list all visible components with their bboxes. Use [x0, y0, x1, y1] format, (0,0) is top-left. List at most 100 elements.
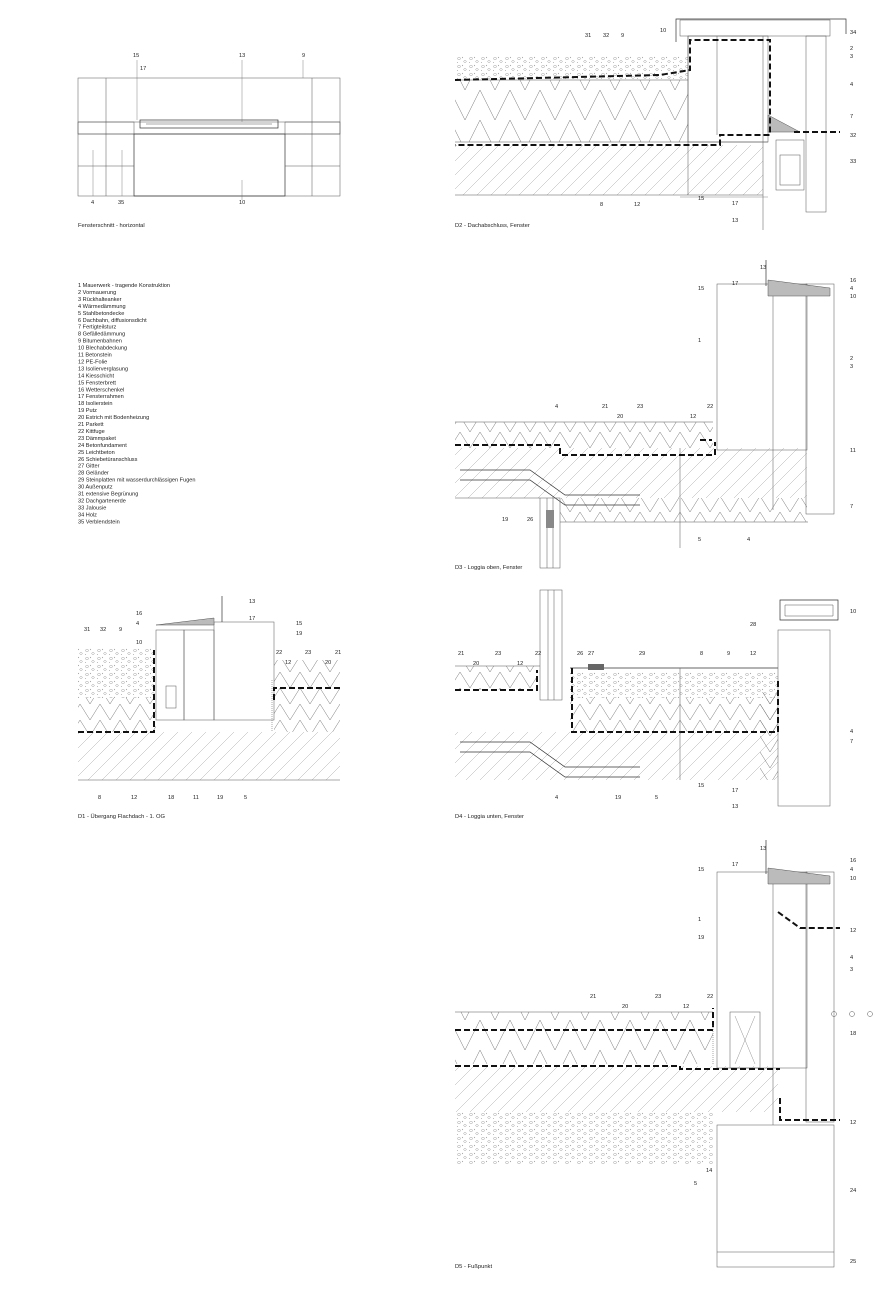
label-4: 4	[850, 82, 853, 88]
label-25: 25	[850, 1259, 856, 1265]
label-23: 23	[495, 651, 501, 657]
legend-item: 20 Estrich mit Bodenheizung	[78, 415, 149, 421]
label-32: 32	[100, 627, 106, 633]
label-23: 23	[637, 404, 643, 410]
caption-d1: D1 - Übergang Flachdach - 1. OG	[78, 813, 165, 820]
label-22: 22	[707, 994, 713, 1000]
label-27: 27	[588, 651, 594, 657]
label-12: 12	[683, 1004, 689, 1010]
legend-item: 24 Betonfundament	[78, 443, 127, 449]
label-4: 4	[850, 867, 853, 873]
label-13: 13	[760, 846, 766, 852]
label-22: 22	[535, 651, 541, 657]
label-2: 2	[850, 356, 853, 362]
label-29: 29	[639, 651, 645, 657]
label-9: 9	[727, 651, 730, 657]
label-4: 4	[136, 621, 139, 627]
label-12: 12	[634, 202, 640, 208]
label-19: 19	[296, 631, 302, 637]
label-33: 33	[850, 159, 856, 165]
label-12: 12	[285, 660, 291, 666]
legend-item: 35 Verblendstein	[78, 519, 120, 525]
legend-item: 2 Vormauerung	[78, 290, 116, 296]
legend-item: 27 Gitter	[78, 464, 100, 470]
label-2: 2	[850, 46, 853, 52]
label-9: 9	[621, 33, 624, 39]
label-13: 13	[239, 53, 245, 59]
label-3: 3	[850, 364, 853, 370]
legend-item: 8 Gefälledämmung	[78, 332, 125, 338]
legend-item: 3 Rückhalteanker	[78, 297, 122, 303]
label-4: 4	[850, 286, 853, 292]
label-3: 3	[850, 967, 853, 973]
legend-item: 29 Steinplatten mit wasserdurchlässigen …	[78, 478, 196, 484]
label-34: 34	[850, 30, 856, 36]
label-4: 4	[747, 537, 750, 543]
label-31: 31	[84, 627, 90, 633]
legend-item: 22 Kittfuge	[78, 429, 105, 435]
legend-item: 1 Mauerwerk - tragende Konstruktion	[78, 283, 170, 289]
label-12: 12	[690, 414, 696, 420]
label-17: 17	[249, 616, 255, 622]
label-20: 20	[473, 661, 479, 667]
label-21: 21	[335, 650, 341, 656]
caption-d2: D2 - Dachabschluss, Fenster	[455, 223, 530, 229]
label-5: 5	[244, 795, 247, 801]
legend-item: 19 Putz	[78, 408, 97, 414]
legend-item: 10 Blechabdeckung	[78, 346, 127, 352]
legend-item: 13 Isolierverglasung	[78, 366, 128, 372]
label-13: 13	[732, 804, 738, 810]
label-15: 15	[698, 867, 704, 873]
label-17: 17	[732, 201, 738, 207]
label-21: 21	[602, 404, 608, 410]
label-4: 4	[555, 795, 558, 801]
legend-item: 34 Holz	[78, 512, 97, 518]
caption-d3: D3 - Loggia oben, Fenster	[455, 565, 522, 571]
label-16: 16	[850, 278, 856, 284]
legend-item: 9 Bitumenbahnen	[78, 339, 122, 345]
label-12: 12	[850, 928, 856, 934]
label-4: 4	[555, 404, 558, 410]
detail-d5: 13 17 15 16 4 10 1 19 12 4 3 21 20 23 12…	[455, 840, 873, 1270]
label-17: 17	[732, 862, 738, 868]
label-16: 16	[850, 858, 856, 864]
detail-d3: 13 17 15 16 4 10 1 2 3 4 21 20 23 12 22 …	[455, 260, 856, 571]
legend-item: 17 Fensterrahmen	[78, 394, 124, 400]
legend-item: 7 Fertigteilsturz	[78, 325, 116, 331]
label-8: 8	[98, 795, 101, 801]
label-24: 24	[850, 1188, 856, 1194]
label-18: 18	[168, 795, 174, 801]
label-15: 15	[133, 53, 139, 59]
legend-item: 28 Geländer	[78, 471, 109, 477]
legend-item: 5 Stahlbetondecke	[78, 311, 124, 317]
legend-item: 33 Jalousie	[78, 505, 106, 511]
label-10: 10	[850, 609, 856, 615]
label-19: 19	[698, 935, 704, 941]
label-13: 13	[760, 265, 766, 271]
label-17: 17	[732, 281, 738, 287]
legend-item: 32 Dachgartenerde	[78, 498, 126, 504]
label-5: 5	[698, 537, 701, 543]
label-20: 20	[622, 1004, 628, 1010]
label-28: 28	[750, 622, 756, 628]
label-3: 3	[850, 54, 853, 60]
label-4: 4	[850, 955, 853, 961]
legend-item: 18 Isolierstein	[78, 401, 113, 407]
label-11: 11	[850, 448, 856, 454]
label-12: 12	[131, 795, 137, 801]
caption-d5: D5 - Fußpunkt	[455, 1264, 492, 1270]
label-22: 22	[707, 404, 713, 410]
legend-item: 15 Fensterbrett	[78, 380, 116, 386]
label-15: 15	[698, 783, 704, 789]
label-19: 19	[502, 517, 508, 523]
label-31: 31	[585, 33, 591, 39]
detail-d4: 21 20 23 12 22 26 27 29 8 9 12 28 10 4 7…	[455, 589, 856, 820]
label-12: 12	[850, 1120, 856, 1126]
legend-item: 16 Wetterschenkel	[78, 387, 124, 393]
label-16: 16	[136, 611, 142, 617]
caption-d4: D4 - Loggia unten, Fenster	[455, 814, 524, 820]
legend-item: 6 Dachbahn, diffusionsdicht	[78, 318, 147, 324]
label-7: 7	[850, 114, 853, 120]
label-15: 15	[296, 621, 302, 627]
label-8: 8	[600, 202, 603, 208]
